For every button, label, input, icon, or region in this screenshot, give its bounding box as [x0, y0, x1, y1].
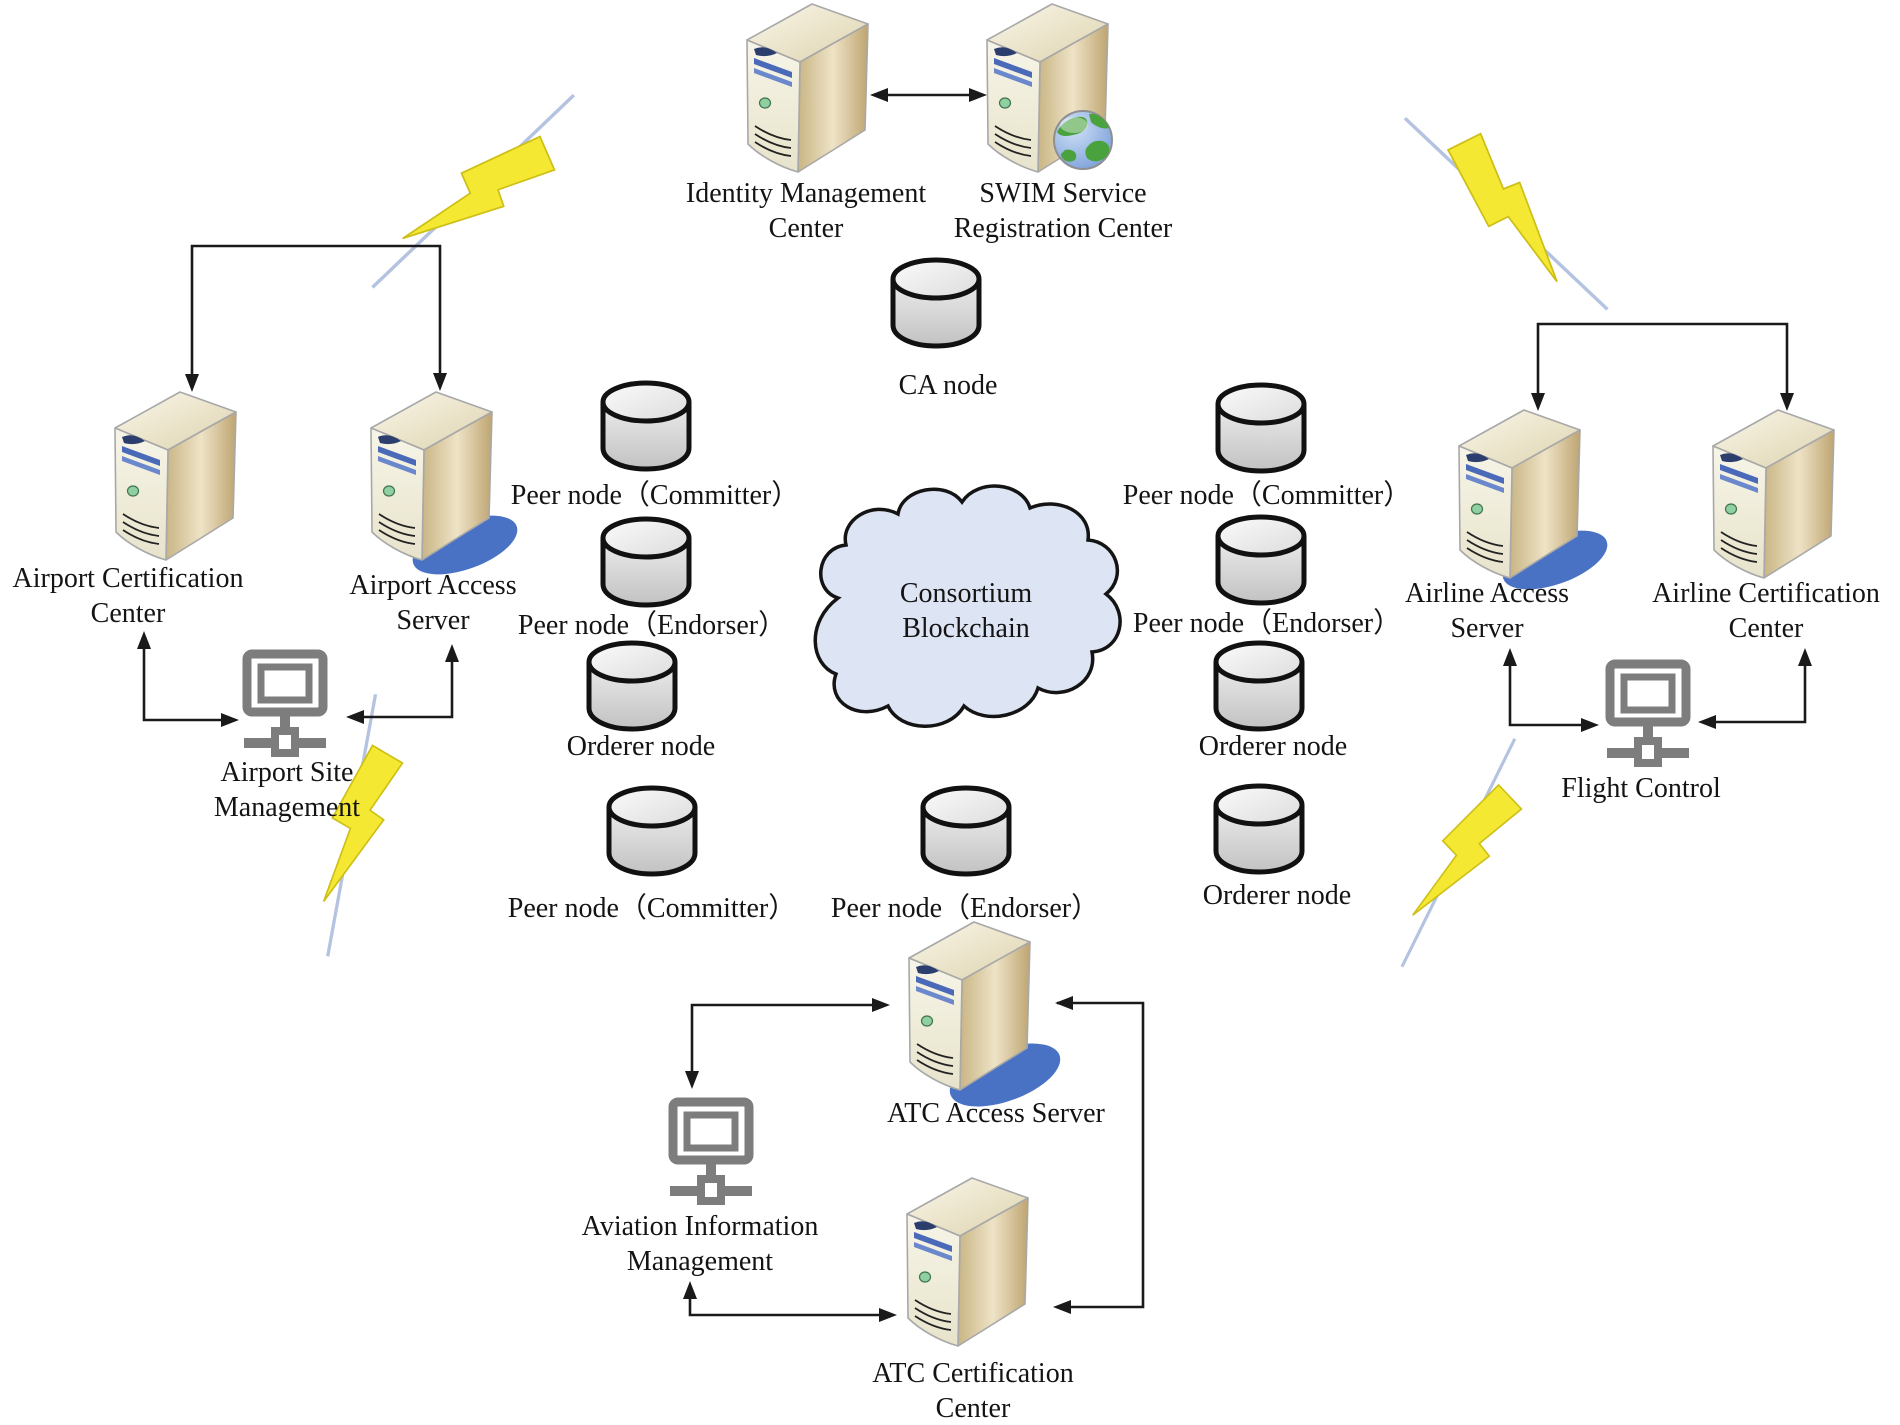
label-line: Registration Center [953, 213, 1173, 244]
label-line: Airline Access [1404, 578, 1570, 609]
label-line: Peer node（Committer） [510, 480, 800, 511]
label-line: Orderer node [1202, 880, 1352, 911]
database-cylinder-icon-orderer-right-lower [1216, 786, 1302, 872]
computer-network-icon-flight-control [1607, 664, 1689, 763]
label-peer-endorser-bottom: Peer node（Endorser） [831, 891, 1099, 926]
label-swim-service-registration-center: SWIM Service Registration Center [954, 176, 1173, 246]
lightning-bolt-icon-bottom-right [1380, 729, 1551, 984]
connector-atc-bracket [1053, 996, 1145, 1314]
label-line: CA node [898, 370, 998, 401]
label-line: Peer node（Committer） [507, 893, 797, 924]
label-line: Airport Site [220, 757, 354, 788]
lightning-bolt-icon-bottom-left [302, 689, 417, 965]
label-line: Server [396, 605, 470, 636]
database-cylinder-icon-peer-endorser-right [1218, 517, 1304, 603]
lightning-bolt-icon-top-left [353, 80, 605, 315]
label-atc-access-server: ATC Access Server [887, 1096, 1105, 1131]
access-server-shadow [1502, 530, 1608, 590]
connector-identity-swim [870, 88, 987, 102]
database-cylinder-icon-ca-node [893, 260, 979, 346]
label-ca-node: CA node [899, 368, 998, 403]
label-peer-endorser-left: Peer node（Endorser） [518, 608, 786, 643]
database-cylinder-icon-peer-committer-right [1218, 385, 1304, 471]
label-atc-certification-center: ATC Certification Center [872, 1356, 1073, 1425]
label-airport-access-server: Airport Access Server [349, 568, 516, 638]
label-line: SWIM Service [979, 178, 1147, 209]
label-line: Peer node（Endorser） [830, 893, 1100, 924]
label-line: Center [768, 213, 844, 244]
label-airline-access-server: Airline Access Server [1405, 576, 1569, 646]
label-line: Management [626, 1246, 774, 1277]
label-line: ATC Certification [872, 1358, 1074, 1389]
label-line: ATC Access Server [887, 1098, 1105, 1129]
connector-aviation-atcaccess [685, 998, 890, 1089]
database-cylinder-icon-orderer-right-upper [1216, 643, 1302, 729]
label-line: Center [1728, 613, 1804, 644]
label-orderer-left: Orderer node [567, 729, 715, 764]
database-cylinder-icon-peer-endorser-left [603, 519, 689, 605]
connector-airline-bracket [1531, 322, 1794, 411]
computer-network-icon-airport-site [244, 654, 326, 753]
connector-airportsite-certification [137, 631, 239, 727]
cloud-icon [813, 484, 1122, 728]
label-line: Flight Control [1561, 773, 1721, 804]
label-flight-control: Flight Control [1561, 771, 1720, 806]
label-peer-endorser-right: Peer node（Endorser） [1133, 606, 1401, 641]
database-cylinder-icon-orderer-left [589, 643, 675, 729]
database-cylinder-icon-peer-committer-bottom [609, 788, 695, 874]
connector-aviation-atccertification [683, 1281, 897, 1322]
globe-icon [1053, 110, 1113, 170]
computer-network-icon-aviation-information [670, 1102, 752, 1201]
label-line: Airport Certification [12, 563, 244, 594]
database-cylinder-icon-peer-endorser-bottom [923, 788, 1009, 874]
server-icon-airline-certification [1712, 409, 1835, 579]
label-line: Peer node（Endorser） [1132, 608, 1402, 639]
database-cylinder-icon-peer-committer-left [603, 383, 689, 469]
label-peer-committer-bottom: Peer node（Committer） [508, 891, 797, 926]
label-line: Orderer node [566, 731, 716, 762]
access-server-shadow [412, 515, 518, 575]
connector-airportsite-access [346, 644, 459, 724]
server-icon-airport-certification [114, 391, 237, 561]
label-line: Server [1450, 613, 1524, 644]
connector-flightcontrol-access [1503, 648, 1599, 732]
connector-airport-bracket [185, 244, 447, 392]
label-line: Orderer node [1198, 731, 1348, 762]
label-airport-certification-center: Airport Certification Center [13, 561, 244, 631]
label-line: Airline Certification [1652, 578, 1880, 609]
label-line: Airport Access [349, 570, 517, 601]
server-icon-identity-management [746, 3, 869, 173]
label-peer-committer-right: Peer node（Committer） [1123, 478, 1412, 513]
label-peer-committer-left: Peer node（Committer） [511, 478, 800, 513]
connector-flightcontrol-certification [1698, 648, 1812, 729]
label-airport-site-management: Airport Site Management [214, 755, 360, 825]
label-line: Peer node（Committer） [1122, 480, 1412, 511]
lightning-bolt-icon-top-right [1391, 86, 1634, 329]
label-line: Center [90, 598, 166, 629]
label-line: Aviation Information [581, 1211, 819, 1242]
label-airline-certification-center: Airline Certification Center [1652, 576, 1880, 646]
label-line: Identity Management [685, 178, 927, 209]
label-line: Blockchain [902, 613, 1030, 644]
label-consortium-blockchain: Consortium Blockchain [900, 576, 1032, 646]
label-line: Center [935, 1393, 1011, 1424]
label-line: Consortium [899, 578, 1033, 609]
label-line: Peer node（Endorser） [517, 610, 787, 641]
label-orderer-right-lower: Orderer node [1203, 878, 1351, 913]
label-aviation-information-management: Aviation Information Management [582, 1209, 819, 1279]
server-icon-atc-certification [906, 1177, 1029, 1347]
label-orderer-right-upper: Orderer node [1199, 729, 1347, 764]
label-line: Management [213, 792, 361, 823]
label-identity-management-center: Identity Management Center [686, 176, 926, 246]
